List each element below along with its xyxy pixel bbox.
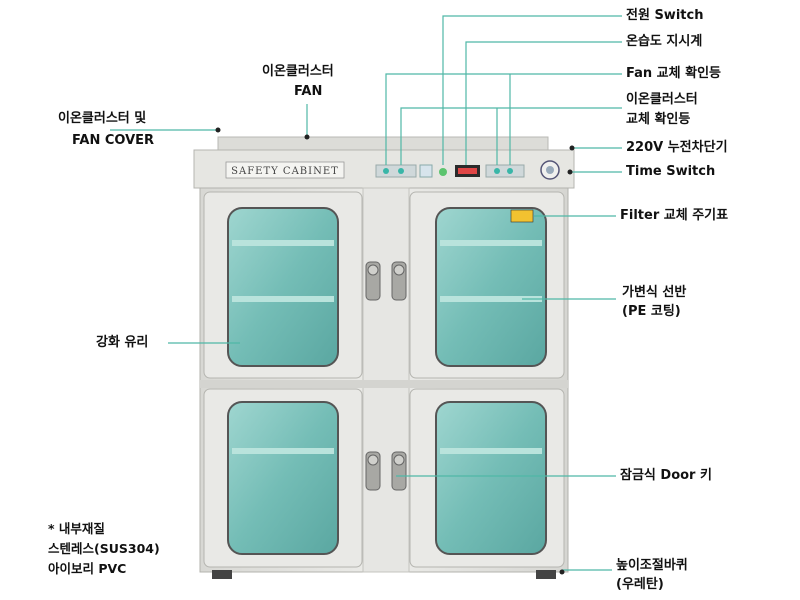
ion-icon <box>419 164 433 178</box>
label-fan-cover-1: 이온클러스터 및 <box>58 111 147 126</box>
label-shelf-1: 가변식 선반 <box>622 285 687 300</box>
label-caster-2: (우레탄) <box>616 577 664 592</box>
time-switch-center <box>546 166 554 174</box>
label-caster-1: 높이조절바퀴 <box>616 558 688 573</box>
glass-bottom-right <box>435 401 547 555</box>
shelf-bl-1 <box>232 448 334 454</box>
label-material-3: 아이보리 PVC <box>48 561 127 576</box>
nameplate-text: SAFETY CABINET <box>231 166 339 177</box>
label-power-switch: 전원 Switch <box>626 8 704 23</box>
shelf-tr-1 <box>440 240 542 246</box>
glass-top-left <box>227 207 339 367</box>
label-glass: 강화 유리 <box>96 335 149 350</box>
hygrometer-readout <box>458 168 477 174</box>
callout-dots <box>215 127 575 575</box>
callout-lines <box>110 15 622 571</box>
caster-left <box>212 570 232 579</box>
caster-right <box>536 570 556 579</box>
label-time-switch: Time Switch <box>626 164 716 179</box>
label-fan-cover-2: FAN COVER <box>72 133 155 148</box>
middle-divider <box>200 380 568 388</box>
shelf-tr-2 <box>440 296 542 302</box>
label-filter: Filter 교체 주기표 <box>620 208 729 223</box>
fan-lamp-indicator <box>383 168 389 174</box>
fan-lamp-indicator-2 <box>494 168 500 174</box>
ion-lamp-indicator <box>398 168 404 174</box>
shelf-tl-2 <box>232 296 334 302</box>
latch-top <box>365 261 407 301</box>
label-breaker: 220V 누전차단기 <box>626 140 728 155</box>
indicator-strip-right <box>485 164 525 178</box>
glass-top-right <box>435 207 547 367</box>
shelf-tl-1 <box>232 240 334 246</box>
ion-lamp-indicator-2 <box>507 168 513 174</box>
power-switch-indicator <box>439 168 447 176</box>
shelf-br-1 <box>440 448 542 454</box>
indicator-strip-left <box>375 164 417 178</box>
label-ion-lamp-2: 교체 확인등 <box>626 112 691 127</box>
label-fan-lamp: Fan 교체 확인등 <box>626 66 721 81</box>
label-material-1: * 내부재질 <box>48 521 105 536</box>
label-fan-2: FAN <box>294 84 323 99</box>
glass-bottom-left <box>227 401 339 555</box>
label-hygrometer: 온습도 지시계 <box>626 34 703 49</box>
filter-sticker <box>510 209 534 223</box>
label-ion-lamp-1: 이온클러스터 <box>626 92 698 107</box>
nameplate <box>225 161 345 179</box>
label-door-key: 잠금식 Door 키 <box>620 468 712 483</box>
label-fan-1: 이온클러스터 <box>262 64 334 79</box>
latch-bottom <box>365 451 407 491</box>
label-shelf-2: (PE 코팅) <box>622 304 681 319</box>
label-material-2: 스텐레스(SUS304) <box>48 541 160 556</box>
